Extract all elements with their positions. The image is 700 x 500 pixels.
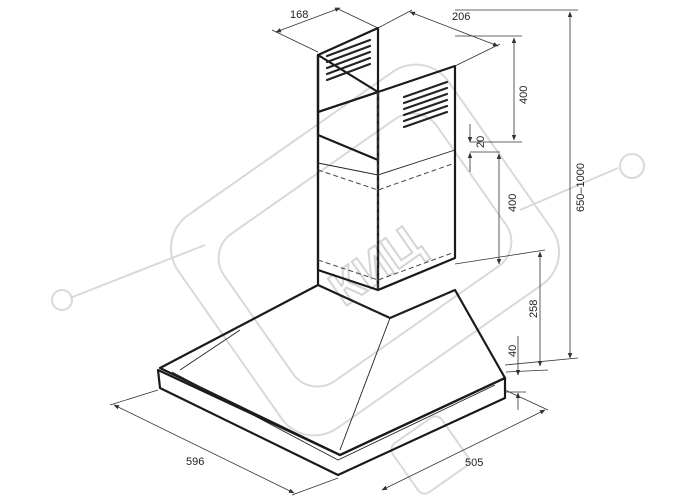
label-total-height: 650–1000 xyxy=(575,163,587,212)
watermark-circle-left xyxy=(51,289,73,311)
hood-base-rim xyxy=(156,368,507,477)
hood-base-inner-line xyxy=(171,371,496,461)
label-top-depth: 168 xyxy=(290,9,308,21)
watermark-line-left xyxy=(69,244,206,299)
dimension-labels: 168 206 400 20 400 650–1000 258 40 596 5… xyxy=(186,9,587,469)
label-overlap: 20 xyxy=(475,136,487,148)
hood-body xyxy=(156,26,507,477)
chimney-joint-line xyxy=(317,149,456,176)
label-top-width: 206 xyxy=(452,11,470,23)
label-rim-height: 40 xyxy=(507,345,519,357)
chimney-left-face xyxy=(316,53,380,162)
watermark-frame-inner xyxy=(217,112,513,388)
label-lower-height: 400 xyxy=(507,194,519,212)
canopy-left-fold xyxy=(179,329,241,371)
label-base-depth: 505 xyxy=(465,457,483,469)
canopy-front-ridge xyxy=(339,317,391,451)
canopy-outline xyxy=(158,283,507,457)
dimension-lines xyxy=(109,7,579,496)
label-upper-height: 400 xyxy=(518,86,530,104)
label-base-width: 596 xyxy=(186,456,204,468)
vent-slots-back xyxy=(325,38,372,82)
watermark-line-right xyxy=(519,167,619,211)
vent-slots-right xyxy=(402,80,449,129)
label-canopy-height: 258 xyxy=(528,300,540,318)
watermark-circle-right xyxy=(619,153,645,179)
